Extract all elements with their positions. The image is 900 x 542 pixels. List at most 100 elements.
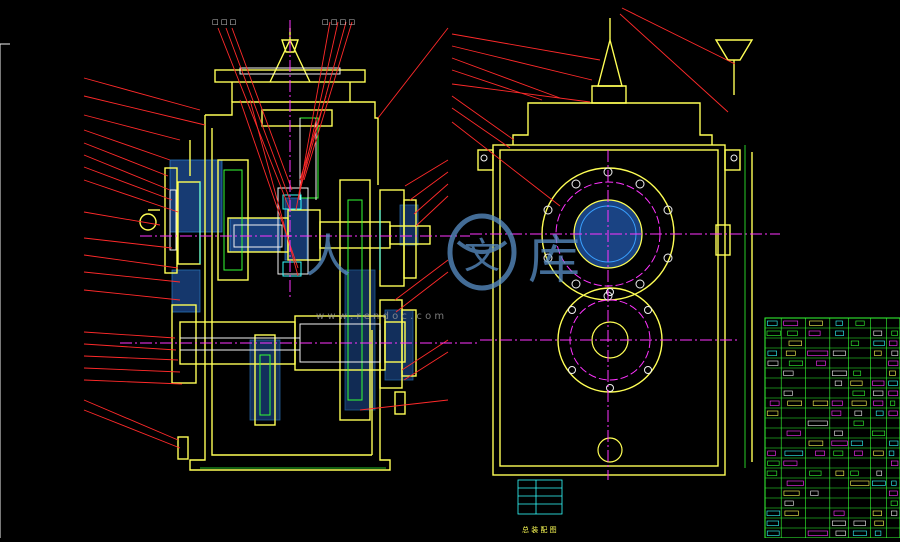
watermark-logo-icon (447, 213, 517, 291)
bom-cell-text-mark (783, 390, 793, 396)
bom-cell-text-mark (890, 500, 898, 506)
bom-cell-text-mark (852, 390, 865, 396)
section-view: □ □ □ □ □ □ □ (83, 18, 480, 471)
centerlines-section (120, 20, 480, 344)
bom-cell-text-mark (889, 440, 899, 446)
drawing-caption: 总 装 配 图 (522, 526, 557, 534)
bom-cell-text-mark (853, 370, 862, 376)
bom-cell-text-mark (852, 530, 867, 536)
bom-cell-text-mark (807, 350, 829, 356)
bom-cell-text-mark (888, 390, 899, 396)
bom-cell-text-mark (808, 330, 821, 336)
bom-cell-text-mark (785, 350, 796, 356)
bom-cell-text-mark (809, 470, 822, 476)
bom-cell-text-mark (834, 380, 843, 386)
bom-cell-text-mark (888, 450, 895, 456)
bom-cell-text-mark (854, 450, 863, 456)
seal-details (199, 182, 381, 277)
side-leader-lines (451, 7, 736, 207)
bom-cell-text-mark (835, 530, 846, 536)
watermark: 人 文 库 w w w . r e n d o c . c o m (305, 213, 580, 322)
bom-cell-text-mark (891, 510, 898, 516)
bom-cell-text-mark (787, 330, 798, 336)
bill-of-materials (764, 317, 900, 539)
section-hatching (169, 159, 419, 421)
bom-cell-text-mark (850, 440, 863, 446)
bom-cell-text-mark (783, 460, 798, 466)
bom-cell-text-mark (766, 470, 778, 476)
bom-cell-text-mark (769, 400, 780, 406)
bom-cell-text-mark (888, 380, 898, 386)
bom-cell-text-mark (890, 400, 896, 406)
bom-cell-text-mark (831, 410, 842, 416)
bom-cell-text-mark (891, 460, 899, 466)
bom-cell-text-mark (767, 360, 779, 366)
side-view (200, 7, 780, 515)
bom-cell-text-mark (832, 350, 846, 356)
watermark-url: w w w . r e n d o c . c o m (316, 311, 444, 322)
bolt-holes (480, 154, 738, 392)
bom-cell-text-mark (832, 370, 847, 376)
bom-cell-text-mark (873, 390, 884, 396)
bom-cell-text-mark (873, 450, 884, 456)
bom-cell-text-mark (767, 350, 777, 356)
watermark-glyph-right: 库 (528, 231, 580, 291)
bom-cell-text-mark (871, 480, 886, 486)
bom-cell-text-mark (788, 340, 802, 346)
bom-cell-text-mark (888, 410, 898, 416)
leader-lines-top (217, 21, 353, 277)
bom-cell-text-mark (850, 340, 860, 346)
bom-cell-text-mark (786, 430, 801, 436)
bom-cell-text-mark (874, 350, 882, 356)
bom-cell-text-mark (767, 460, 780, 466)
bom-cell-text-mark (788, 360, 803, 366)
bom-cell-text-mark (888, 490, 898, 496)
bom-cell-text-mark (786, 480, 804, 486)
bom-cell-text-mark (850, 470, 859, 476)
bom-cell-text-mark (810, 490, 819, 496)
watermark-glyph-mid: 文 (464, 236, 500, 277)
bom-cell-text-mark (816, 360, 826, 366)
bom-cell-text-mark (835, 320, 843, 326)
watermark-glyph-left: 人 (305, 229, 351, 283)
bom-cell-text-mark (784, 450, 804, 456)
leader-lines-right (359, 27, 449, 411)
balloon-mark-top-right: □ □ □ □ (322, 18, 355, 26)
bom-cell-text-mark (808, 440, 824, 446)
bom-cell-text-mark (834, 430, 843, 436)
bom-cell-text-mark (767, 450, 776, 456)
bom-cell-text-mark (891, 350, 899, 356)
side-housing (477, 18, 754, 476)
balloon-markers: □ □ □ □ □ □ □ (212, 18, 355, 26)
bom-cell-text-mark (832, 520, 846, 526)
sheet-border (0, 43, 10, 538)
bom-cell-text-mark (809, 320, 823, 326)
leader-lines-left (83, 77, 206, 449)
bom-cell-text-mark (835, 470, 845, 476)
bom-cell-text-mark (766, 520, 779, 526)
bom-cell-text-mark (876, 470, 883, 476)
bom-cell-text-mark (875, 410, 884, 416)
bom-cell-text-mark (889, 370, 896, 376)
bom-cell-text-mark (831, 400, 843, 406)
bom-cell-text-mark (874, 520, 884, 526)
dimension-lines (200, 145, 746, 469)
bom-cell-text-mark (766, 320, 778, 326)
bom-cell-text-mark (783, 370, 794, 376)
bom-cell-text-mark (853, 420, 864, 426)
bom-cell-text-mark (874, 530, 882, 536)
bom-cell-text-mark (766, 530, 780, 536)
bom-cell-text-mark (888, 340, 898, 346)
bom-cell-text-mark (807, 530, 828, 536)
bom-cell-text-mark (783, 490, 800, 496)
bom-cell-text-mark (850, 480, 870, 486)
bom-cell-text-mark (855, 320, 865, 326)
bom-cell-text-mark (787, 400, 802, 406)
bom-cell-text-mark (766, 510, 781, 516)
balloon-mark-top-left: □ □ □ (212, 18, 236, 26)
bom-cell-text-mark (835, 330, 844, 336)
bom-cell-text-mark (784, 500, 794, 506)
bom-cell-text-mark (873, 330, 883, 336)
